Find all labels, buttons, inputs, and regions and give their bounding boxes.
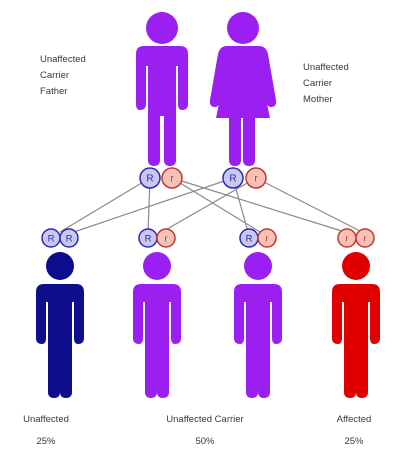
father-allele-1 xyxy=(139,167,161,189)
connector-father-r-to-child3 xyxy=(171,177,261,233)
outcome-carrier-percent: 50% xyxy=(195,436,215,447)
mother-alleles: R r xyxy=(222,167,267,189)
mother-label-line1: Unaffected xyxy=(303,62,349,73)
father-label-line3: Father xyxy=(40,86,68,97)
outcome-unaffected: Unaffected 25% xyxy=(14,412,78,450)
mother-allele-2-label: r xyxy=(254,174,258,185)
child-3-allele-1-label: R xyxy=(246,234,253,245)
mother-label-line3: Mother xyxy=(303,94,333,105)
mother-allele-1 xyxy=(222,167,244,189)
child-1-allele-2-label: R xyxy=(66,234,73,245)
outcome-affected: Affected 25% xyxy=(326,412,382,450)
mother-allele-1-label: R xyxy=(229,174,236,185)
child-4-allele-2 xyxy=(355,228,375,248)
child-head xyxy=(244,252,272,280)
child-body xyxy=(36,284,84,398)
mother-body xyxy=(209,46,277,166)
child-2-figure xyxy=(133,252,181,398)
father-head xyxy=(146,12,178,44)
child-1-allele-1-label: R xyxy=(48,234,55,245)
child-3-figure xyxy=(234,252,282,398)
child-body xyxy=(133,284,181,398)
child-head xyxy=(342,252,370,280)
child-body xyxy=(234,284,282,398)
father-label: Unaffected Carrier Father xyxy=(40,52,86,100)
outcome-unaffected-label: Unaffected xyxy=(23,414,69,425)
connector-mother-r-to-child4 xyxy=(255,177,363,233)
outcome-affected-percent: 25% xyxy=(344,436,364,447)
father-body xyxy=(136,46,188,166)
outcome-carrier: Unaffected Carrier 50% xyxy=(130,412,280,450)
child-3-allele-2-label: r xyxy=(265,234,268,245)
child-head xyxy=(143,252,171,280)
mother-label-line2: Carrier xyxy=(303,78,333,89)
child-4-allele-2-label: r xyxy=(363,234,366,245)
child-2-allele-2 xyxy=(156,228,176,248)
connector-father-R-to-child1 xyxy=(59,177,151,233)
father-alleles: R r xyxy=(139,167,183,189)
mother-allele-2 xyxy=(245,167,267,189)
father-allele-2-label: r xyxy=(170,174,174,185)
child-2-allele-1-label: R xyxy=(145,234,152,245)
connector-lines xyxy=(59,177,363,233)
child-1-figure xyxy=(36,252,84,398)
connector-mother-R-to-child1 xyxy=(73,177,234,233)
outcome-affected-label: Affected xyxy=(336,414,372,425)
child-1-allele-2 xyxy=(59,228,79,248)
child-body xyxy=(332,284,380,398)
child-2-allele-2-label: r xyxy=(164,234,167,245)
mother-label: Unaffected Carrier Mother xyxy=(303,60,349,108)
child-3-allele-2 xyxy=(257,228,277,248)
father-allele-1-label: R xyxy=(146,174,153,185)
child-4-figure xyxy=(332,252,380,398)
child-4-allele-1-label: r xyxy=(345,234,348,245)
connector-father-r-to-child4 xyxy=(171,177,346,233)
father-allele-2 xyxy=(161,167,183,189)
mother-figure xyxy=(209,12,277,166)
father-label-line2: Carrier xyxy=(40,70,70,81)
father-figure xyxy=(136,12,188,166)
mother-head xyxy=(227,12,259,44)
outcome-unaffected-percent: 25% xyxy=(36,436,56,447)
child-head xyxy=(46,252,74,280)
children-figures xyxy=(36,252,380,398)
father-label-line1: Unaffected xyxy=(40,54,86,65)
connector-mother-r-to-child2 xyxy=(161,177,257,233)
outcome-carrier-label: Unaffected Carrier xyxy=(166,414,244,425)
